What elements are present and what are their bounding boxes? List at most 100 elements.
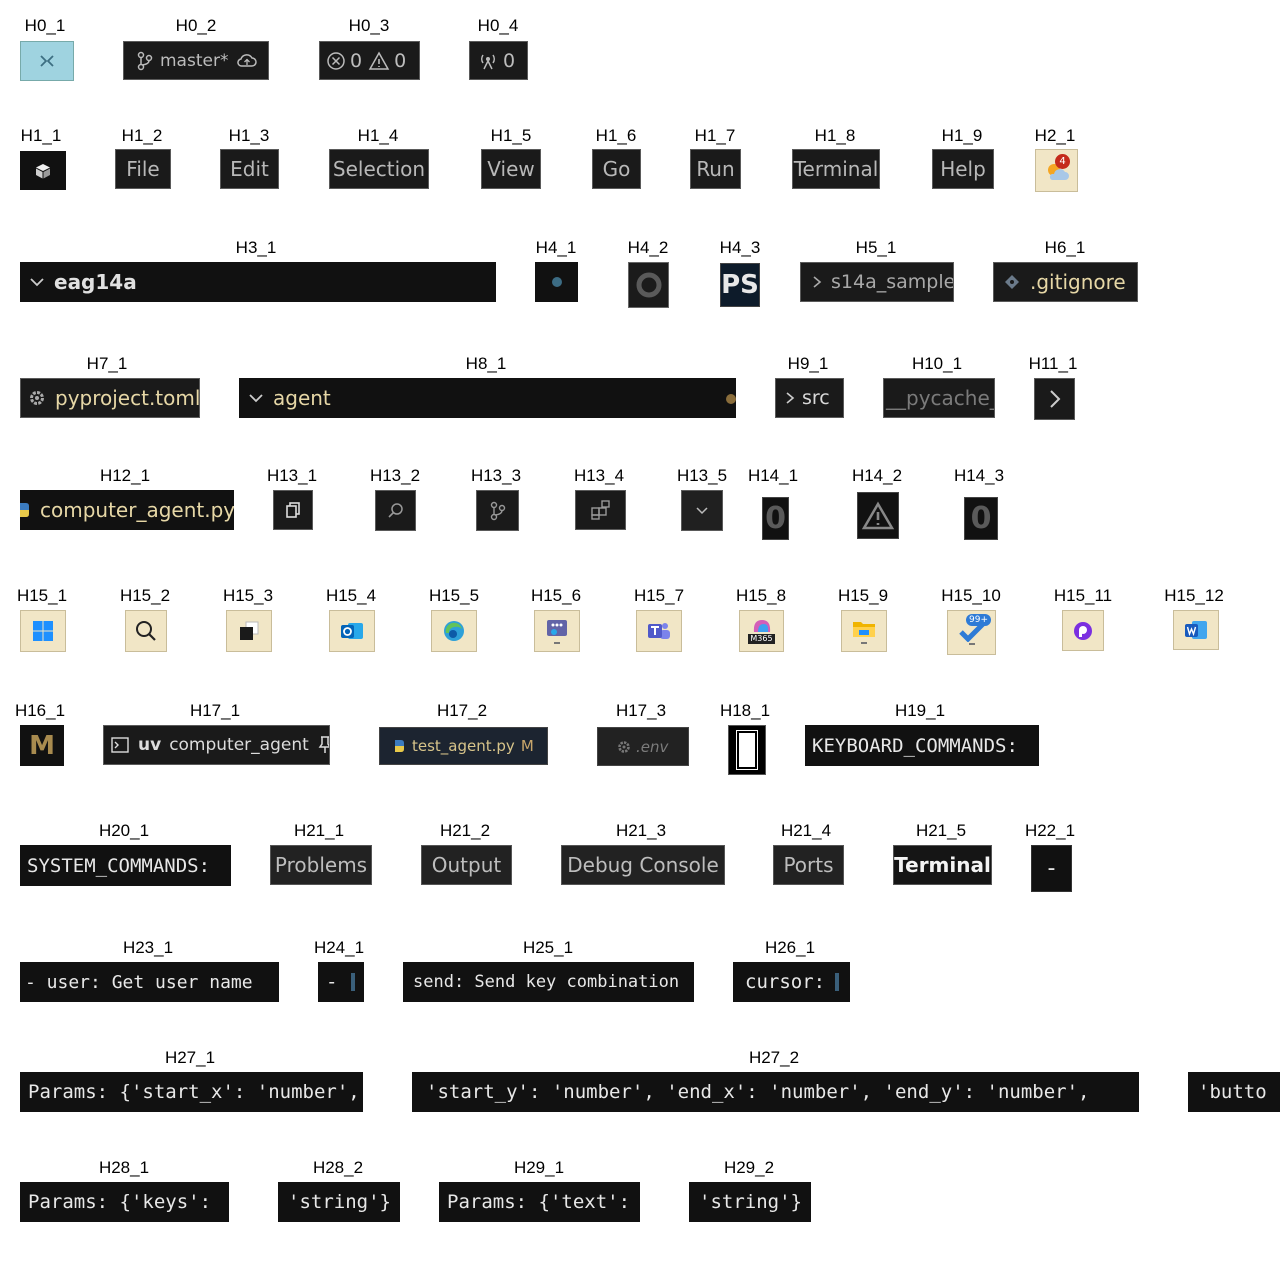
panel-tab-problems[interactable]: Problems [270, 845, 372, 885]
terminal-string-close-2: 'string'} [689, 1182, 811, 1222]
weather-widget[interactable]: 4 [1035, 149, 1078, 192]
file-name: pyproject.toml [55, 386, 200, 410]
terminal-tab-computer-agent[interactable]: uv computer_agent [103, 725, 330, 765]
taskbar-todo[interactable]: 99+ [947, 610, 996, 655]
editor-tab-env[interactable]: .env [597, 727, 689, 766]
label-H2_1: H2_1 [1034, 126, 1076, 145]
label-H6_1: H6_1 [1044, 238, 1086, 257]
menu-help[interactable]: Help [932, 149, 994, 189]
pin-icon[interactable] [317, 735, 329, 755]
root-folder-name: eag14a [54, 270, 137, 294]
terminal-string-close-1: 'string'} [278, 1182, 400, 1222]
label-H12_1: H12_1 [99, 466, 151, 485]
taskbar-start[interactable] [20, 610, 66, 652]
panel-tab-debug-console[interactable]: Debug Console [561, 845, 725, 885]
folder-pycache[interactable]: __pycache__ [883, 378, 995, 418]
taskbar-word[interactable] [1173, 610, 1219, 650]
activity-source-control[interactable] [476, 490, 519, 531]
app-logo[interactable] [20, 151, 66, 190]
cloud-sync-icon [236, 53, 258, 69]
label-H1_9: H1_9 [941, 126, 983, 145]
menu-selection[interactable]: Selection [329, 149, 429, 189]
label-H21_1: H21_1 [293, 821, 345, 840]
label-H1_6: H1_6 [595, 126, 637, 145]
file-gitignore[interactable]: .gitignore [993, 262, 1138, 302]
warning-indicator[interactable] [857, 492, 899, 539]
expand-button[interactable] [1034, 378, 1075, 420]
label-H7_1: H7_1 [86, 354, 128, 373]
label-H28_2: H28_2 [312, 1158, 364, 1177]
label-H24_1: H24_1 [313, 938, 365, 957]
menu-terminal[interactable]: Terminal [792, 149, 880, 189]
file-pyproject-toml[interactable]: pyproject.toml [20, 378, 200, 418]
chevron-down-icon [247, 391, 265, 405]
broadcast-icon [478, 51, 498, 71]
label-H15_9: H15_9 [837, 586, 889, 605]
git-branch-icon [489, 501, 507, 521]
label-H15_1: H15_1 [16, 586, 68, 605]
label-H21_3: H21_3 [615, 821, 667, 840]
label-H15_6: H15_6 [530, 586, 582, 605]
taskbar-file-explorer[interactable] [841, 610, 887, 652]
menu-run[interactable]: Run [690, 149, 741, 189]
terminal-system-commands: SYSTEM_COMMANDS: [20, 845, 231, 886]
panel-tab-output[interactable]: Output [421, 845, 512, 885]
taskbar-m365[interactable]: M365 [739, 610, 784, 652]
folder-src[interactable]: src [775, 378, 844, 418]
taskbar-edge[interactable] [431, 610, 477, 652]
taskbar-teams[interactable] [636, 610, 682, 652]
label-H14_1: H14_1 [747, 466, 799, 485]
label-H15_5: H15_5 [428, 586, 480, 605]
panel-tab-terminal[interactable]: Terminal [893, 845, 992, 885]
label-H5_1: H5_1 [855, 238, 897, 257]
remote-window-button[interactable] [20, 41, 74, 81]
search-icon [134, 619, 158, 643]
task-view-icon [237, 619, 261, 643]
teams-icon [646, 619, 672, 643]
terminal-user-line: - user: Get user name [20, 962, 279, 1002]
word-icon [1183, 618, 1209, 642]
warning-count: 0 [394, 49, 407, 72]
label-H15_3: H15_3 [222, 586, 274, 605]
editor-tab-test-agent[interactable]: test_agent.py M [379, 727, 548, 765]
ports-status[interactable]: 0 [469, 41, 528, 80]
label-H28_1: H28_1 [98, 1158, 150, 1177]
powershell-button[interactable]: PS [720, 263, 760, 307]
cursor-fragment-icon [835, 973, 840, 991]
label-H3_1: H3_1 [235, 238, 277, 257]
more-views-button[interactable] [681, 490, 723, 531]
menu-view[interactable]: View [481, 149, 541, 189]
label-H1_4: H1_4 [357, 126, 399, 145]
taskbar-outlook[interactable] [329, 610, 375, 652]
label-H0_2: H0_2 [175, 16, 217, 35]
taskbar-teams-meeting[interactable] [534, 610, 580, 652]
panel-tab-ports[interactable]: Ports [773, 845, 844, 885]
explorer-root-folder[interactable]: eag14a [20, 262, 496, 302]
folder-icon [851, 618, 877, 640]
menu-edit[interactable]: Edit [220, 149, 279, 189]
activity-explorer[interactable] [273, 490, 313, 530]
problems-status[interactable]: 0 0 [319, 41, 420, 80]
taskbar-task-view[interactable] [226, 610, 272, 652]
folder-s14a-sample[interactable]: s14a_sample [800, 262, 954, 302]
menu-go[interactable]: Go [592, 149, 641, 189]
copilot-icon [1071, 619, 1095, 643]
git-branch-status[interactable]: master* [123, 41, 269, 80]
error-count: 0 [350, 49, 363, 72]
label-H15_10: H15_10 [941, 586, 1001, 605]
activity-search[interactable] [375, 490, 416, 531]
taskbar-search[interactable] [125, 610, 167, 652]
outlook-icon [339, 619, 365, 643]
folder-agent[interactable]: agent [239, 378, 736, 418]
label-H15_7: H15_7 [633, 586, 685, 605]
terminal-icon [110, 736, 130, 754]
running-indicator-icon [968, 643, 975, 645]
taskbar-copilot[interactable] [1062, 610, 1104, 651]
menu-file[interactable]: File [115, 149, 171, 189]
circle-status-button[interactable] [628, 262, 669, 308]
file-computer-agent-py[interactable]: computer_agent.py [20, 490, 234, 530]
activity-extensions[interactable] [575, 490, 626, 530]
warning-icon [368, 50, 390, 71]
gear-icon [616, 739, 632, 755]
dot-icon [551, 277, 562, 287]
